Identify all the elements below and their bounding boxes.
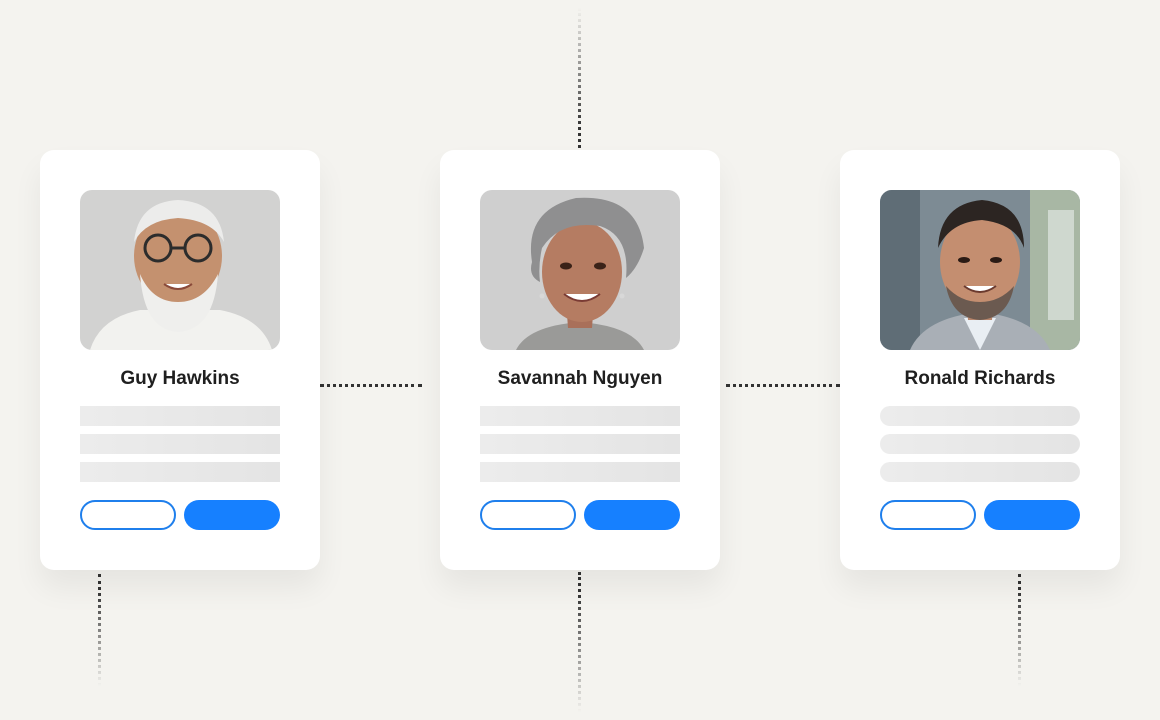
primary-button[interactable] bbox=[984, 500, 1080, 530]
profile-photo-1 bbox=[80, 190, 280, 350]
secondary-button[interactable] bbox=[480, 500, 576, 530]
placeholder-line bbox=[480, 462, 680, 482]
connector-top-center bbox=[578, 8, 581, 148]
profile-name: Guy Hawkins bbox=[120, 368, 240, 389]
profile-card-3: Ronald Richards bbox=[840, 150, 1120, 570]
profile-card-2: Savannah Nguyen bbox=[440, 150, 720, 570]
primary-button[interactable] bbox=[584, 500, 680, 530]
connector-middle-right bbox=[726, 384, 840, 387]
placeholder-line bbox=[80, 406, 280, 426]
profile-card-1: Guy Hawkins bbox=[40, 150, 320, 570]
placeholder-line bbox=[80, 462, 280, 482]
primary-button[interactable] bbox=[184, 500, 280, 530]
secondary-button[interactable] bbox=[880, 500, 976, 530]
secondary-button[interactable] bbox=[80, 500, 176, 530]
placeholder-line bbox=[880, 462, 1080, 482]
placeholder-line bbox=[480, 406, 680, 426]
placeholder-line bbox=[880, 406, 1080, 426]
profile-name: Savannah Nguyen bbox=[497, 368, 663, 389]
placeholder-line bbox=[880, 434, 1080, 454]
connector-bottom-left bbox=[98, 574, 101, 686]
connector-bottom-right bbox=[1018, 574, 1021, 686]
profile-photo-3 bbox=[880, 190, 1080, 350]
placeholder-line bbox=[480, 434, 680, 454]
profile-name: Ronald Richards bbox=[904, 368, 1056, 389]
connector-bottom-center bbox=[578, 572, 581, 712]
profile-photo-2 bbox=[480, 190, 680, 350]
placeholder-line bbox=[80, 434, 280, 454]
connector-left-middle bbox=[320, 384, 422, 387]
